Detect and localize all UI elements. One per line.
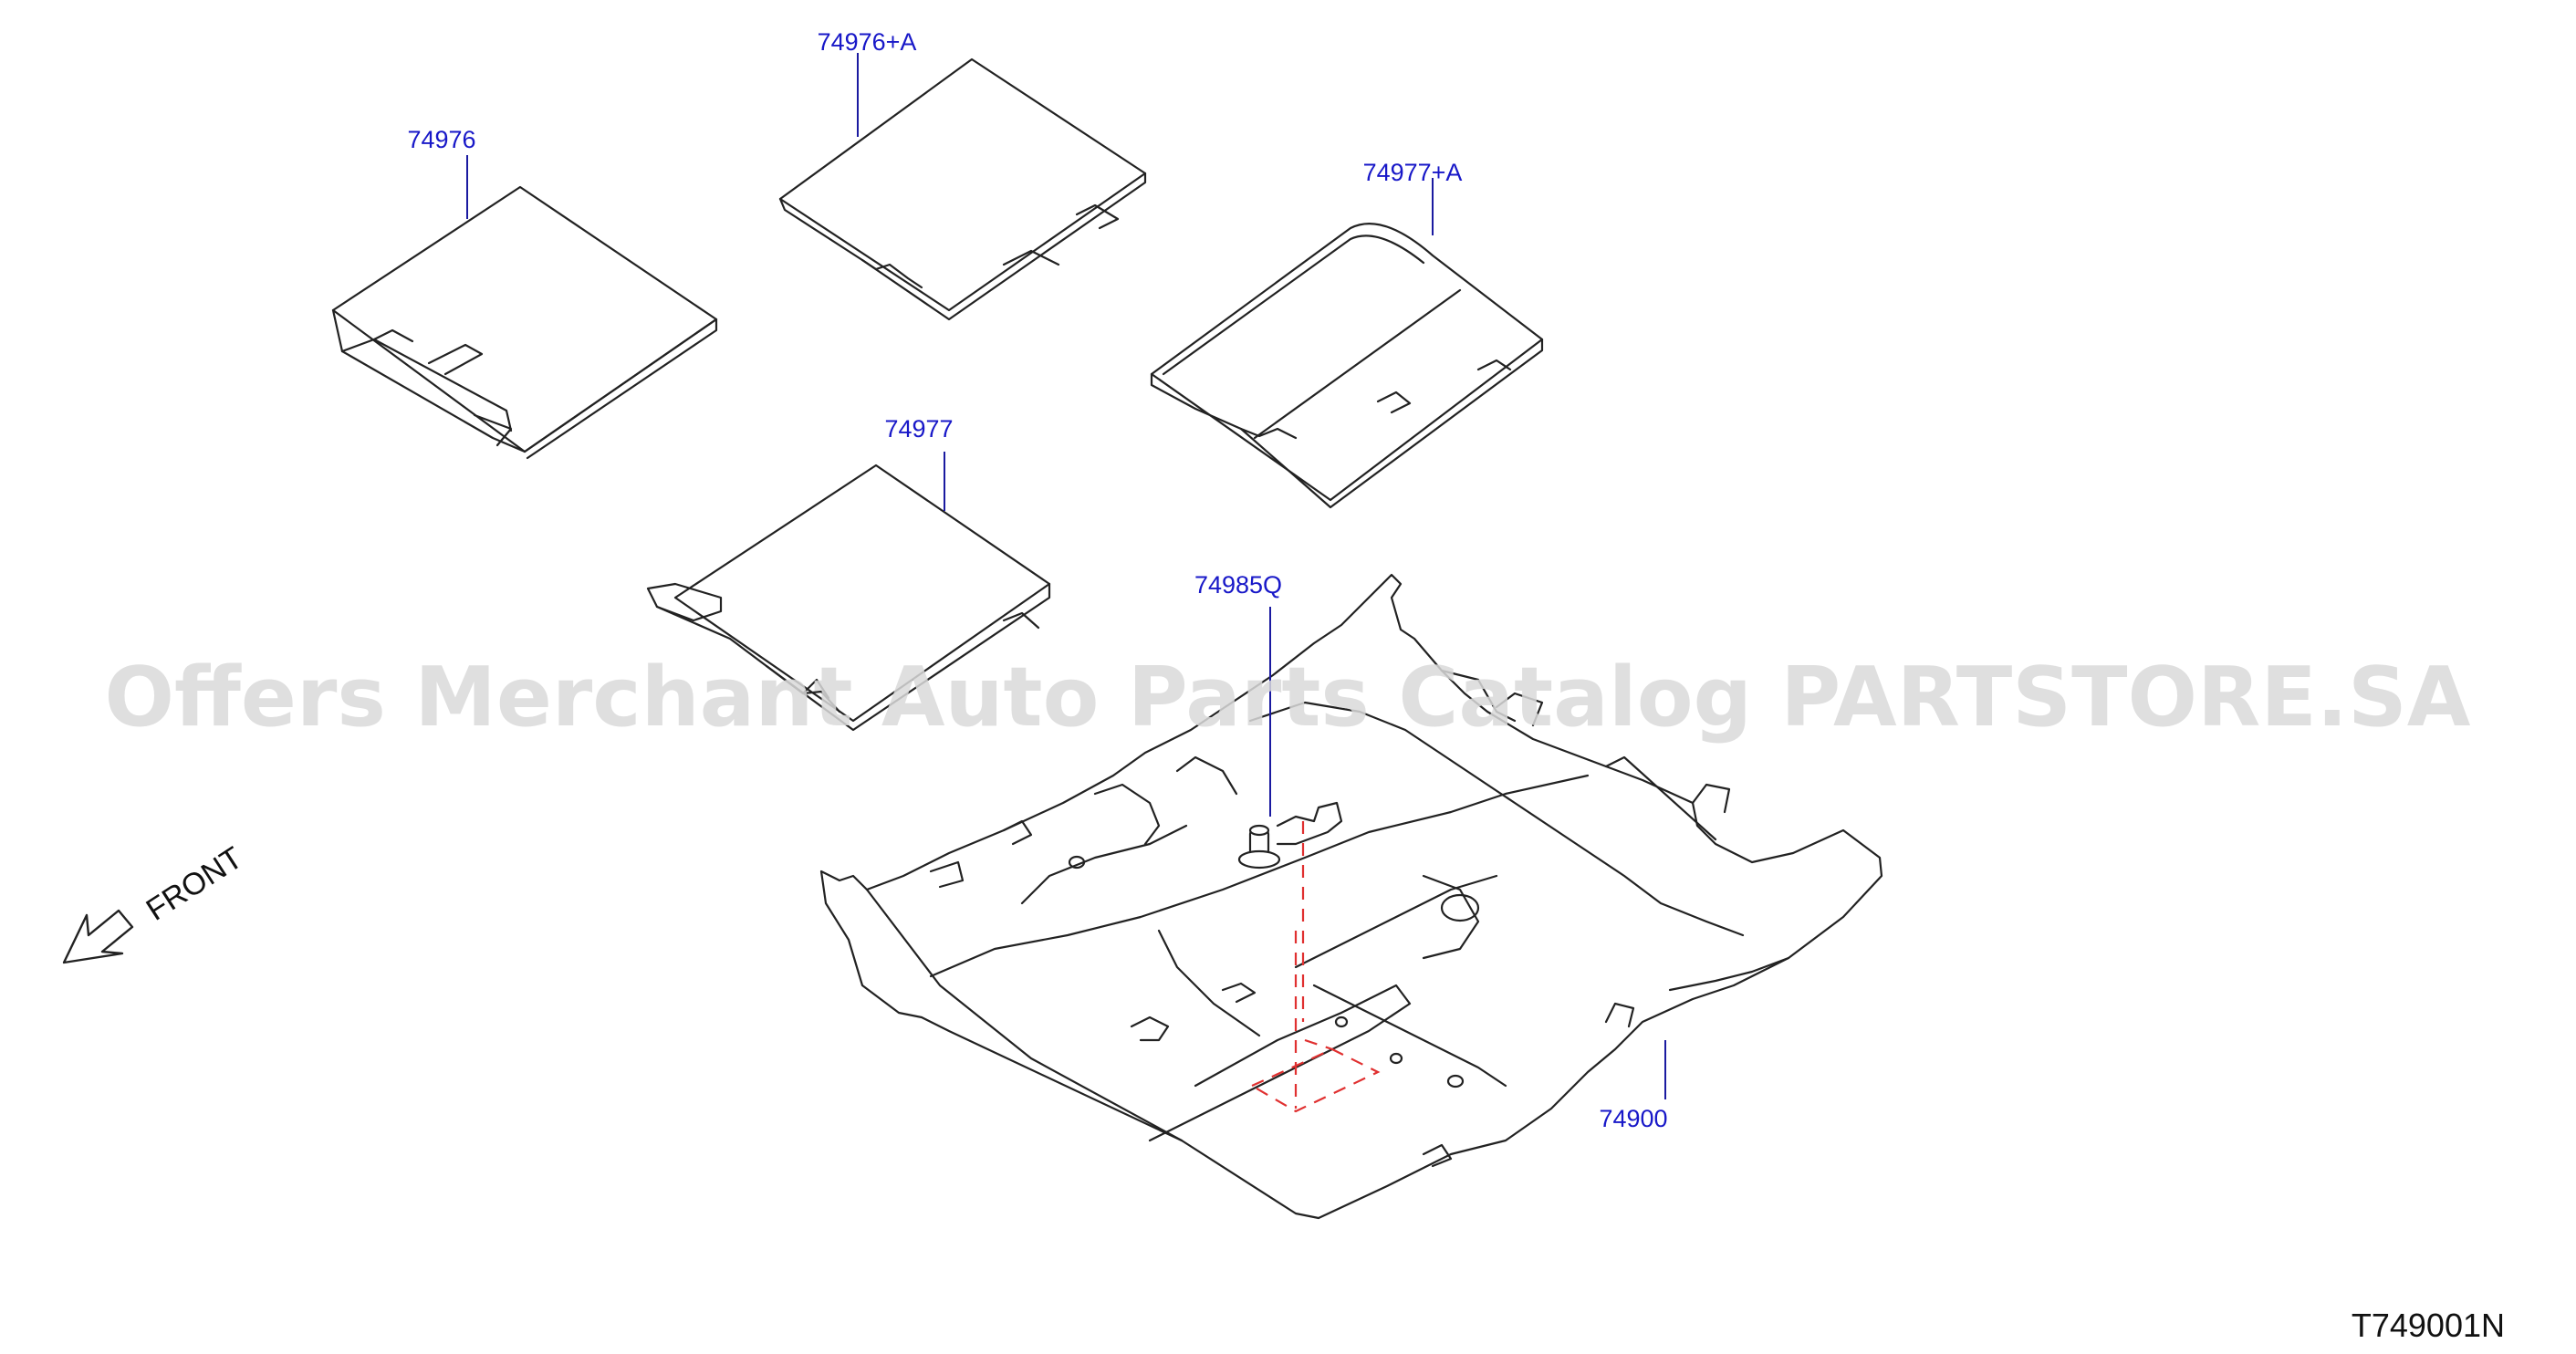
part-label-74900[interactable]: 74900 [1599,1105,1667,1132]
part-label-74977a[interactable]: 74977+A [1363,159,1463,186]
part-74977-mat[interactable] [646,452,1051,732]
part-74976-mat[interactable] [331,155,718,460]
part-74976a-mat[interactable] [778,53,1147,321]
front-arrow-icon [62,909,134,964]
part-74977a-mat[interactable] [1150,178,1544,509]
watermark-text: Offers Merchant Auto Parts Catalog PARTS… [105,650,2471,745]
part-label-74985q[interactable]: 74985Q [1194,571,1282,599]
part-74900-floor-carpet[interactable] [819,573,1883,1220]
part-label-74977[interactable]: 74977 [884,415,953,443]
part-label-74976a[interactable]: 74976+A [818,28,917,56]
diagram-code: T749001N [2352,1307,2505,1344]
part-74985q-fastener[interactable] [1237,607,1343,870]
fastener-position-guide [1249,821,1381,1113]
part-label-74976[interactable]: 74976 [407,126,475,153]
front-label: FRONT [141,840,249,928]
